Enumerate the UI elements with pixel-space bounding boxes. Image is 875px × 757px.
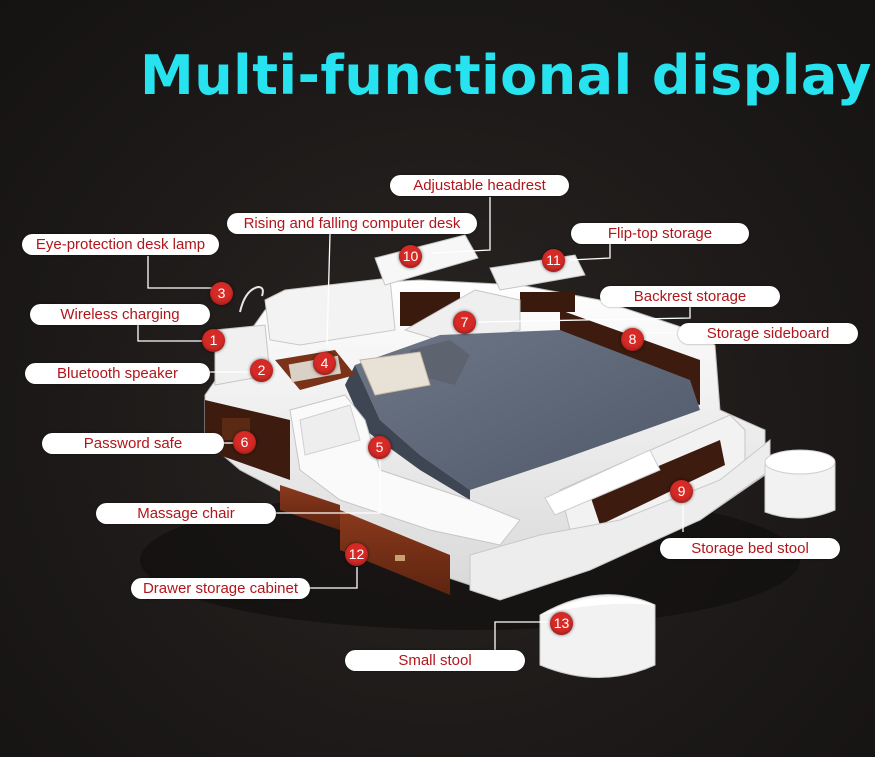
badge-6: 6 <box>233 431 256 454</box>
badge-9: 9 <box>670 480 693 503</box>
label-storage-sideboard: Storage sideboard <box>678 323 858 344</box>
label-password-safe: Password safe <box>42 433 224 454</box>
label-rising-falling-desk: Rising and falling computer desk <box>227 213 477 234</box>
badge-7: 7 <box>453 311 476 334</box>
page-title: Multi-functional display <box>140 44 872 107</box>
label-bluetooth-speaker: Bluetooth speaker <box>25 363 210 384</box>
label-small-stool: Small stool <box>345 650 525 671</box>
label-storage-bed-stool: Storage bed stool <box>660 538 840 559</box>
badge-11: 11 <box>542 249 565 272</box>
label-flip-top-storage: Flip-top storage <box>571 223 749 244</box>
label-drawer-storage-cabinet: Drawer storage cabinet <box>131 578 310 599</box>
badge-13: 13 <box>550 612 573 635</box>
badge-4: 4 <box>313 352 336 375</box>
label-backrest-storage: Backrest storage <box>600 286 780 307</box>
badge-1: 1 <box>202 329 225 352</box>
label-adjustable-headrest: Adjustable headrest <box>390 175 569 196</box>
connector-lines <box>137 197 691 660</box>
badge-5: 5 <box>368 436 391 459</box>
label-wireless-charging: Wireless charging <box>30 304 210 325</box>
badge-8: 8 <box>621 328 644 351</box>
label-eye-protection-lamp: Eye-protection desk lamp <box>22 234 219 255</box>
badge-2: 2 <box>250 359 273 382</box>
label-massage-chair: Massage chair <box>96 503 276 524</box>
badge-10: 10 <box>399 245 422 268</box>
badge-12: 12 <box>345 543 368 566</box>
badge-3: 3 <box>210 282 233 305</box>
